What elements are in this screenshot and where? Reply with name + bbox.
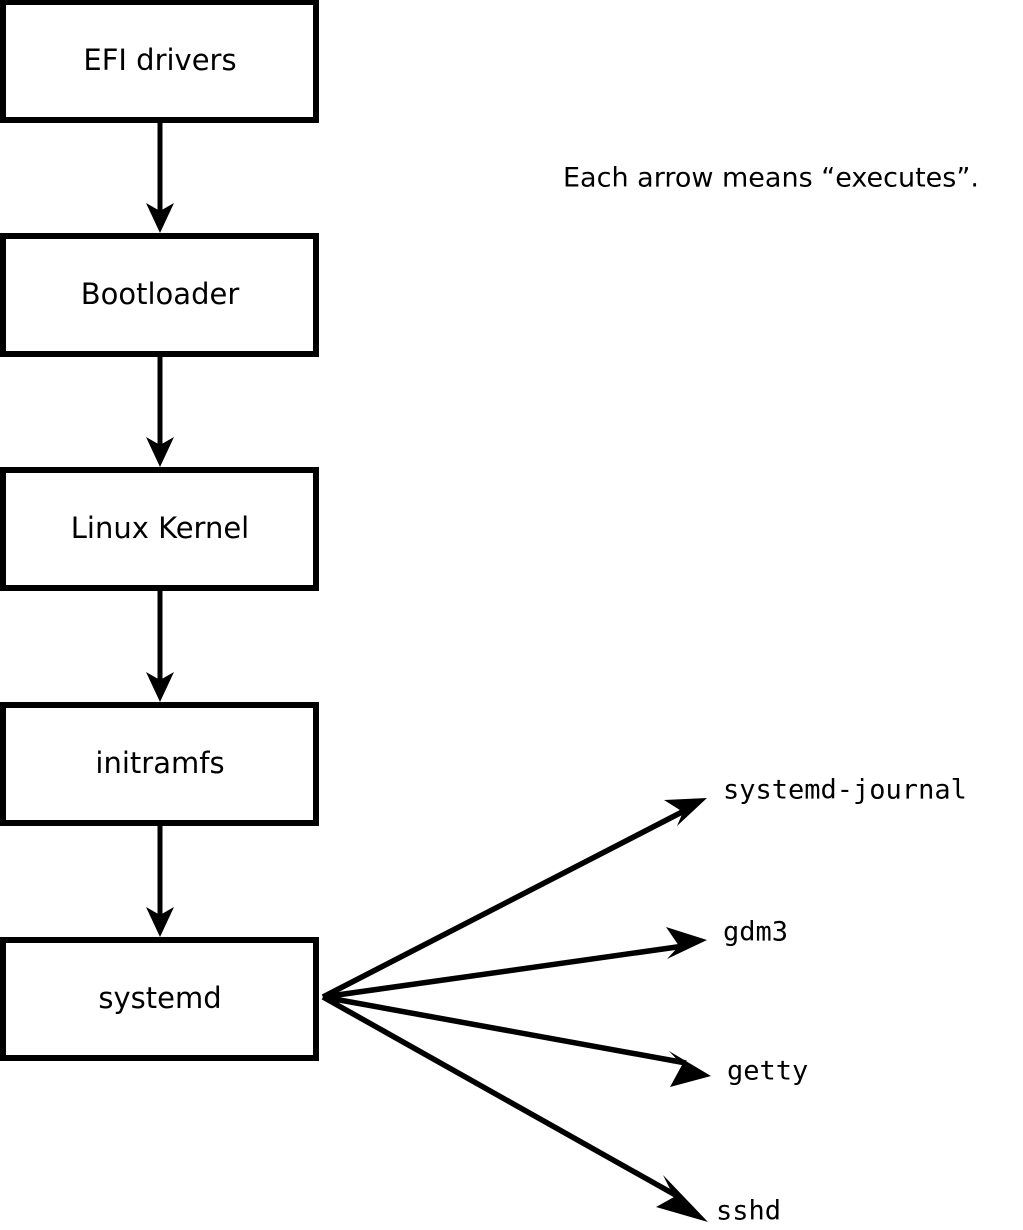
fan-connector-getty	[322, 994, 711, 1087]
arrow-head-down-icon	[146, 203, 174, 233]
leaf-label-sshd: sshd	[716, 1196, 781, 1227]
node-bootloader[interactable]: Bootloader	[0, 233, 319, 357]
node-initramfs[interactable]: initramfs	[0, 702, 319, 826]
node-efi-drivers[interactable]: EFI drivers	[0, 0, 319, 123]
leaf-label-gdm3: gdm3	[723, 917, 788, 948]
arrow-legend-note: Each arrow means “executes”.	[563, 163, 979, 194]
connector-line	[321, 808, 686, 1000]
node-label: systemd	[98, 981, 221, 1015]
chain-connectors	[146, 120, 174, 937]
connector-line	[322, 943, 685, 1000]
node-systemd[interactable]: systemd	[0, 937, 319, 1061]
fan-out-connectors	[321, 798, 711, 1222]
connector-initramfs-to-systemd	[146, 823, 174, 937]
arrow-head-icon	[664, 798, 707, 826]
node-box	[0, 467, 319, 591]
node-label: initramfs	[95, 746, 224, 780]
connector-line	[322, 994, 687, 1066]
process-boxes: EFI drivers Bootloader Linux Kernel init…	[0, 0, 319, 1061]
leaf-label-systemd-journal: systemd-journal	[723, 775, 967, 806]
node-box	[0, 233, 319, 357]
node-label: Bootloader	[81, 277, 240, 311]
fan-connector-sshd	[321, 994, 708, 1222]
node-label: EFI drivers	[83, 43, 236, 77]
node-linux-kernel[interactable]: Linux Kernel	[0, 467, 319, 591]
fan-connector-systemd-journal	[321, 798, 707, 1000]
node-box	[0, 702, 319, 826]
fan-connector-gdm3	[322, 927, 707, 1000]
connector-kernel-to-initramfs	[146, 588, 174, 702]
arrow-head-icon	[656, 1175, 708, 1222]
connector-efi-to-bootloader	[146, 120, 174, 233]
connector-bootloader-to-kernel	[146, 354, 174, 467]
node-box	[0, 0, 319, 123]
arrow-head-down-icon	[146, 672, 174, 702]
leaf-labels: systemd-journal gdm3 getty sshd	[716, 775, 967, 1227]
arrow-head-down-icon	[146, 437, 174, 467]
node-label: Linux Kernel	[71, 511, 249, 545]
arrow-head-down-icon	[146, 907, 174, 937]
connector-line	[321, 994, 681, 1200]
node-box	[0, 937, 319, 1061]
arrow-head-icon	[669, 1051, 711, 1087]
arrow-head-icon	[666, 927, 707, 959]
leaf-label-getty: getty	[727, 1056, 808, 1087]
